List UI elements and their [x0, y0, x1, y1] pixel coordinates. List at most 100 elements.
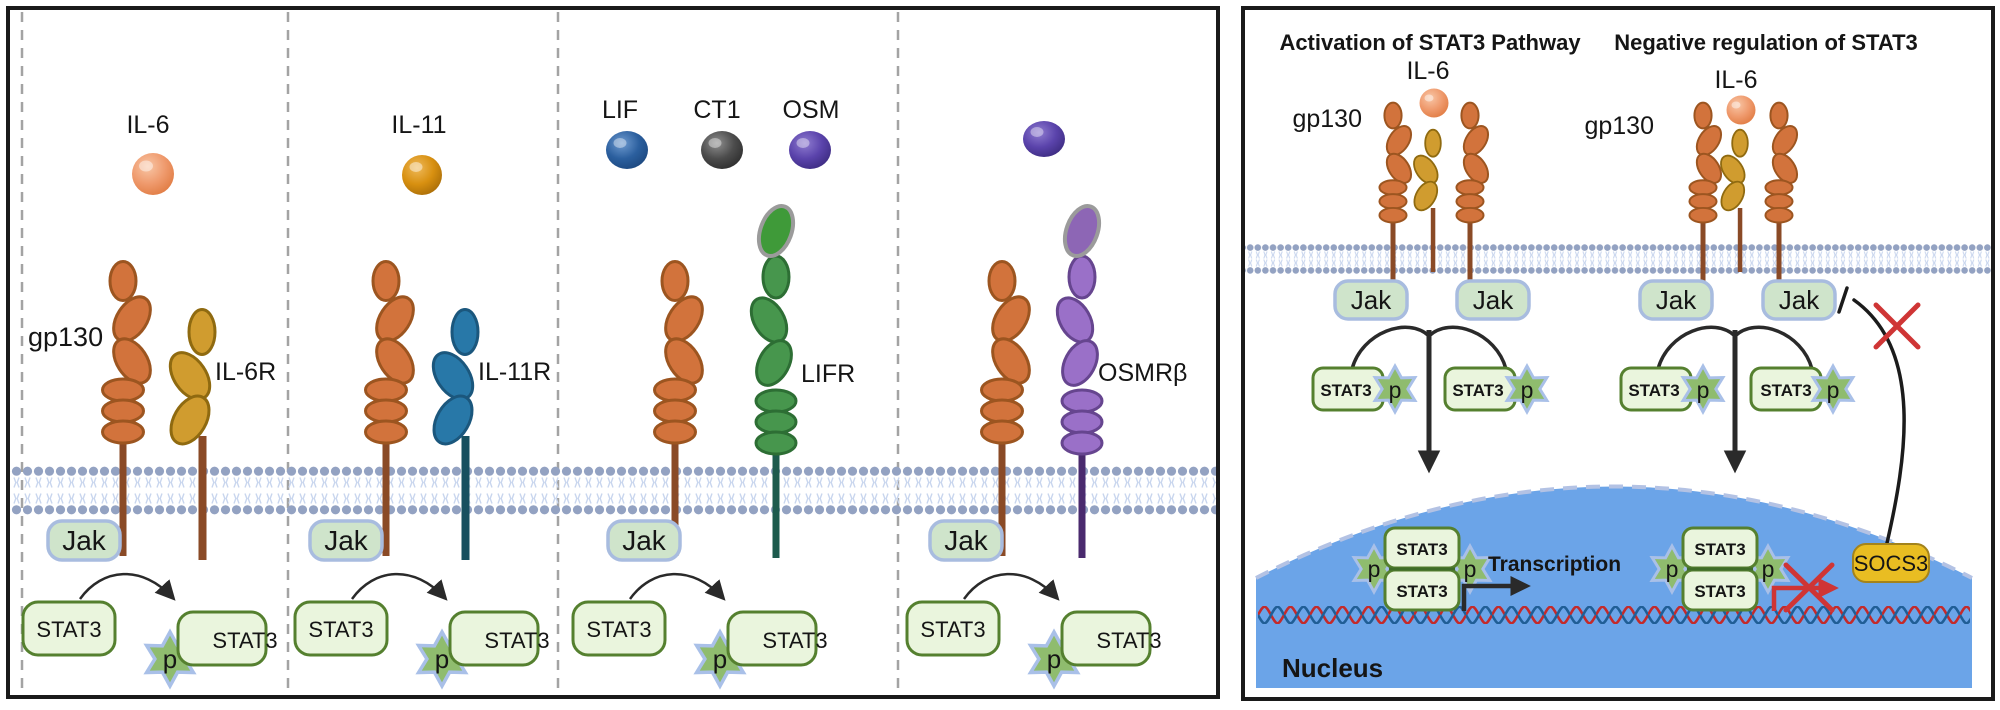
red-cross-icon — [1873, 302, 1921, 350]
jak-box — [308, 519, 384, 562]
phospho-label: p — [713, 644, 727, 674]
jak-box — [1761, 279, 1837, 321]
receptor-il11r — [423, 308, 483, 560]
ligand-label-il6: IL-6 — [1406, 57, 1449, 85]
negative-title: Negative regulation of STAT3 — [1614, 30, 1918, 55]
nuclear-envelope — [1255, 484, 1973, 580]
nucleus: STAT3 STAT3 p p Transcription STAT3 STAT… — [1255, 484, 1973, 688]
signal-curve — [1656, 325, 1737, 370]
stat3-label: STAT3 — [1628, 381, 1679, 400]
jak-row: Jak Jak Jak Jak — [46, 519, 1004, 562]
jak-box — [606, 519, 682, 562]
stat3-label: STAT3 — [1396, 540, 1447, 559]
jak-label: Jak — [1473, 285, 1514, 315]
ligand-label-lif: LIF — [602, 96, 638, 124]
phospho-label: p — [1368, 556, 1381, 582]
inhibition-arrow — [1852, 298, 1906, 545]
ligand-ball-il6 — [1419, 88, 1449, 118]
jak-box — [1455, 279, 1531, 321]
stat3-label: STAT3 — [1096, 628, 1161, 653]
jak-label: Jak — [1779, 285, 1820, 315]
receptor-lifr — [742, 199, 802, 558]
receptor-osmr — [1048, 199, 1108, 558]
jak-label: Jak — [62, 525, 107, 556]
jak-label: Jak — [944, 525, 989, 556]
receptor-label-il6r: IL-6R — [215, 358, 276, 386]
blocked-transcription-arrow — [1771, 577, 1839, 611]
ligand-ball-osm — [789, 131, 831, 169]
stat3-label: STAT3 — [1760, 381, 1811, 400]
stat3-label: STAT3 — [36, 617, 101, 642]
signal-curve — [1350, 325, 1431, 370]
receptor-gp130 — [980, 260, 1039, 556]
socs3-label: SOCS3 — [1854, 551, 1929, 576]
phospho-label: p — [1666, 556, 1679, 582]
signal-curve — [1733, 325, 1814, 370]
jak-box — [1638, 279, 1714, 321]
jak-label: Jak — [1656, 285, 1697, 315]
receptor-label-osmr: OSMRβ — [1098, 359, 1187, 387]
ligand-label-ct1: CT1 — [693, 96, 740, 124]
subpanel-osmr: OSMRβ — [980, 121, 1187, 558]
jak-label: Jak — [1351, 285, 1392, 315]
receptor-label-il11r: IL-11R — [478, 358, 551, 386]
stat3-label: STAT3 — [484, 628, 549, 653]
transcription-arrow — [1461, 575, 1531, 611]
receptor-il6r — [160, 308, 220, 560]
right-panel: Activation of STAT3 Pathway Negative reg… — [1241, 6, 1995, 701]
activation-title: Activation of STAT3 Pathway — [1279, 30, 1581, 55]
nucleus-label: Nucleus — [1282, 653, 1383, 683]
dna-helix — [1258, 606, 1970, 624]
phospho-label: p — [1389, 377, 1402, 403]
ligand-ball-osm2 — [1023, 121, 1065, 157]
cell-membrane — [1245, 243, 1991, 275]
stat3-label: STAT3 — [920, 617, 985, 642]
phospho-label: p — [1762, 556, 1775, 582]
ligand-label-il6: IL-6 — [1714, 66, 1757, 94]
jak-label: Jak — [622, 525, 667, 556]
stat3-label: STAT3 — [1452, 381, 1503, 400]
ligand-label-il6: IL-6 — [126, 111, 169, 139]
jak-box — [928, 519, 1004, 562]
phospho-label: p — [1697, 377, 1710, 403]
jak-label: Jak — [324, 525, 369, 556]
phospho-label: p — [435, 644, 449, 674]
subpanel-lif-ct1-osm: LIF CT1 OSM L — [602, 96, 855, 558]
signal-curve — [1427, 325, 1508, 370]
stat3-label: STAT3 — [308, 617, 373, 642]
stat3-label: STAT3 — [586, 617, 651, 642]
red-cross-icon — [1783, 562, 1835, 613]
cell-membrane — [10, 464, 1216, 517]
gp130-label: gp130 — [1292, 105, 1362, 133]
jak-box — [1333, 279, 1409, 321]
ligand-ball-il6 — [1726, 95, 1756, 125]
ligand-label-osm: OSM — [783, 96, 840, 124]
phospho-label: p — [1464, 556, 1477, 582]
stat3-label: STAT3 — [212, 628, 277, 653]
transcription-label: Transcription — [1488, 553, 1621, 576]
subpanel-il6: IL-6 gp130 IL-6R — [28, 111, 276, 560]
phospho-label: p — [1521, 377, 1534, 403]
receptor-gp130 — [101, 260, 160, 556]
ligand-ball-ct1 — [701, 131, 743, 169]
stat3-phosphorylation-row: STAT3 STAT3 p STAT3 STAT3 p STAT3 STAT3 … — [23, 574, 1162, 686]
receptor-gp130 — [364, 260, 423, 556]
stat3-label: STAT3 — [1694, 582, 1745, 601]
gp130-label: gp130 — [28, 322, 103, 352]
ligand-ball-lif — [606, 131, 648, 169]
activation-complex: IL-6 gp130 Jak Jak STAT3 p STAT3 p — [1292, 57, 1546, 474]
phospho-label: p — [1047, 644, 1061, 674]
receptor-label-lifr: LIFR — [801, 360, 855, 388]
negative-complex: IL-6 gp130 Jak Jak STAT3 p STAT3 p — [1584, 66, 1852, 474]
stat3-label: STAT3 — [1320, 381, 1371, 400]
gp130-label: gp130 — [1584, 112, 1654, 140]
inhibition-tbar — [1837, 286, 1849, 314]
ligand-ball-il6 — [132, 153, 174, 195]
stat3-label: STAT3 — [762, 628, 827, 653]
jak-box — [46, 519, 122, 562]
left-panel: IL-6 gp130 IL-6R IL-11 — [6, 6, 1220, 699]
phospho-label: p — [163, 644, 177, 674]
ligand-label-il11: IL-11 — [391, 111, 446, 139]
